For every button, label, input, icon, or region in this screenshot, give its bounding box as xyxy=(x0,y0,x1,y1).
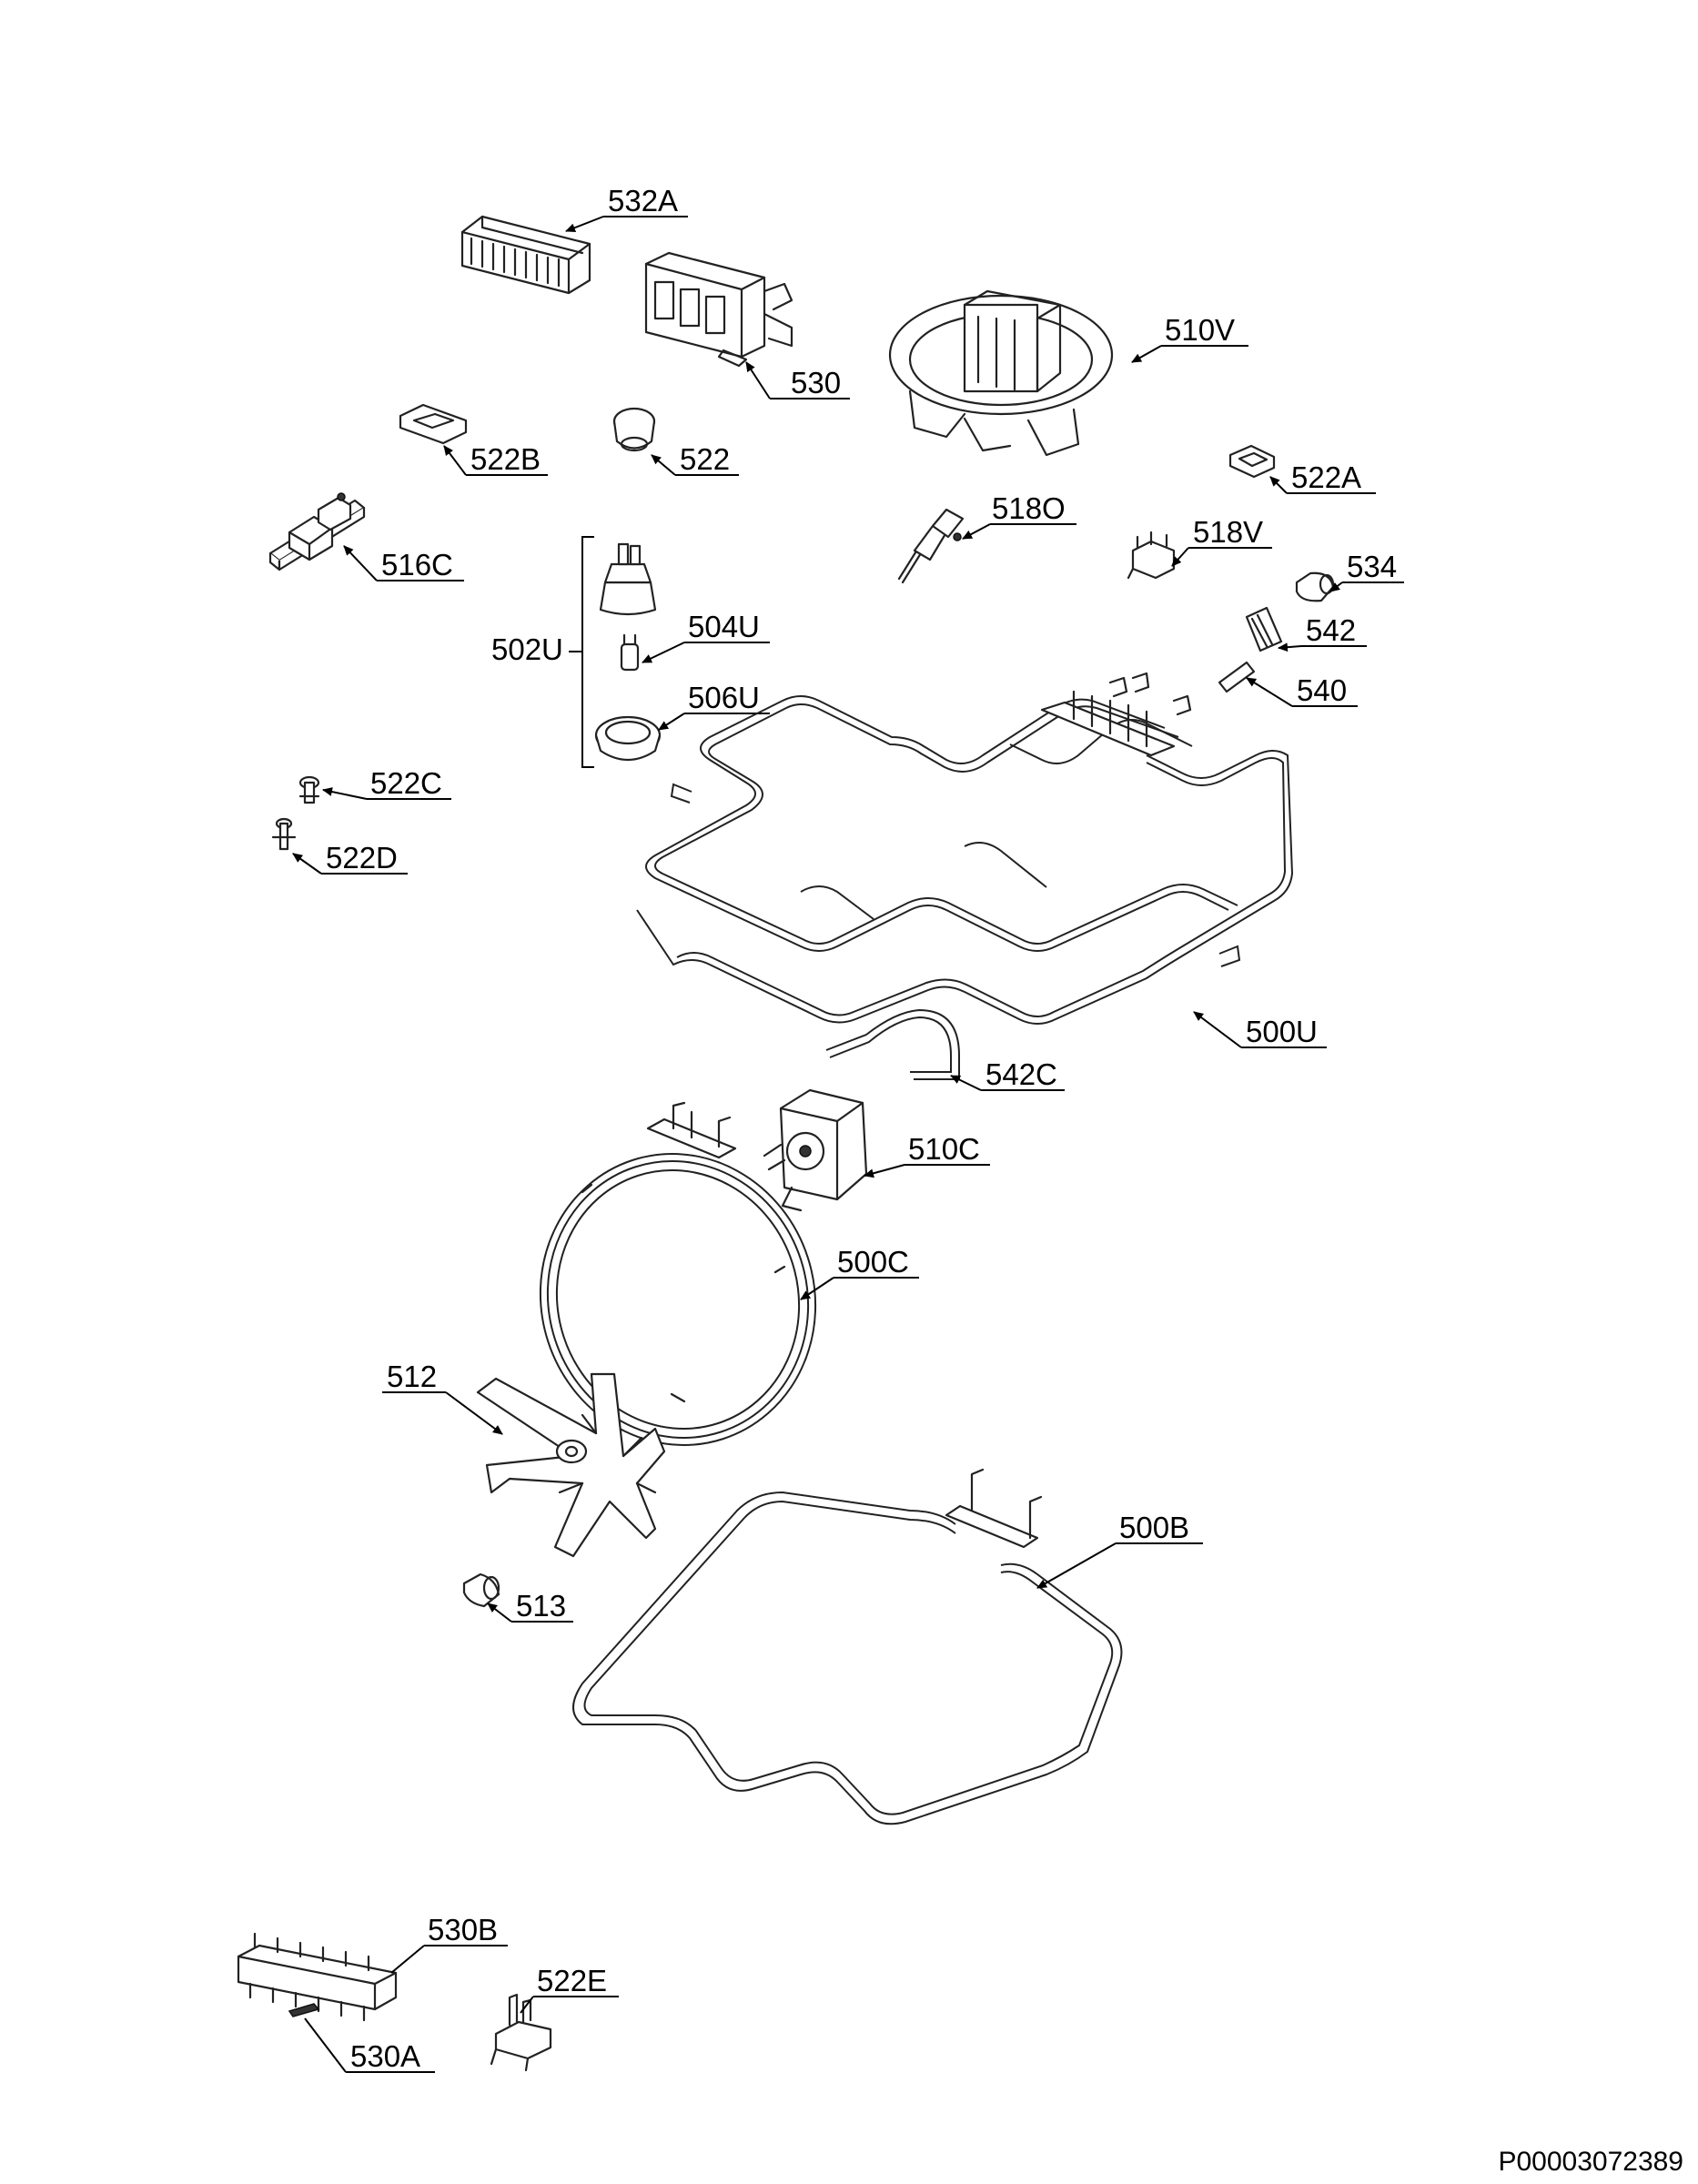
part-502U-lamp-cover xyxy=(599,542,657,616)
label-540: 540 xyxy=(1297,673,1347,707)
part-530A-link-bar xyxy=(288,2003,320,2017)
part-512-fan-impeller xyxy=(476,1372,666,1558)
part-500C-circular-element xyxy=(539,1101,817,1446)
part-518V-thermal-cutout xyxy=(1127,531,1176,580)
label-513: 513 xyxy=(516,1589,566,1623)
part-500B-bottom-element xyxy=(572,1468,1123,1825)
part-542C-spring-clip xyxy=(825,1008,960,1080)
label-516C: 516C xyxy=(381,548,453,581)
part-532A-terminal-block xyxy=(460,215,591,295)
part-506U-lamp-glass xyxy=(594,715,662,761)
part-522E-switch xyxy=(490,1993,552,2072)
label-542C: 542C xyxy=(985,1057,1057,1091)
label-522: 522 xyxy=(680,442,730,476)
part-540-seal xyxy=(1218,661,1256,693)
part-516C-circuit-board xyxy=(268,492,366,571)
label-504U: 504U xyxy=(688,610,760,643)
part-522C-screw xyxy=(298,775,320,804)
label-522C: 522C xyxy=(370,766,442,800)
label-522D: 522D xyxy=(326,841,398,875)
part-522D-screw xyxy=(271,817,297,851)
part-522-lamp-holder xyxy=(612,407,656,452)
label-532A: 532A xyxy=(608,184,678,217)
label-522A: 522A xyxy=(1291,460,1361,494)
part-530B-terminal-block xyxy=(237,1932,398,2022)
part-522B-bracket xyxy=(399,403,468,445)
label-512: 512 xyxy=(387,1360,437,1393)
label-500C: 500C xyxy=(837,1245,909,1279)
part-500U-grill-element xyxy=(636,672,1294,1025)
part-513-nut xyxy=(462,1572,500,1608)
drawing-number: P00003072389 xyxy=(1498,2147,1683,2177)
part-510V-cooling-fan xyxy=(888,289,1114,457)
label-530A: 530A xyxy=(350,2039,420,2073)
label-530B: 530B xyxy=(428,1913,498,1946)
part-530-relay-bracket xyxy=(644,251,793,368)
label-506U: 506U xyxy=(688,681,760,714)
label-500B: 500B xyxy=(1119,1511,1189,1544)
label-518O: 518O xyxy=(992,491,1066,525)
part-522A-clip xyxy=(1228,444,1276,479)
part-534-cap xyxy=(1295,571,1335,602)
part-542-lens xyxy=(1245,606,1283,652)
label-522B: 522B xyxy=(470,442,541,476)
label-534: 534 xyxy=(1347,550,1397,583)
part-504U-bulb xyxy=(620,633,640,672)
label-500U: 500U xyxy=(1246,1015,1318,1048)
label-522E: 522E xyxy=(537,1964,607,1997)
label-510V: 510V xyxy=(1165,313,1235,347)
part-518O-thermostat xyxy=(897,508,965,584)
label-510C: 510C xyxy=(908,1132,980,1166)
label-502U: 502U xyxy=(491,632,563,666)
label-518V: 518V xyxy=(1193,515,1263,549)
label-530: 530 xyxy=(791,366,841,399)
part-510C-fan-motor xyxy=(763,1088,868,1212)
label-542: 542 xyxy=(1306,613,1356,647)
